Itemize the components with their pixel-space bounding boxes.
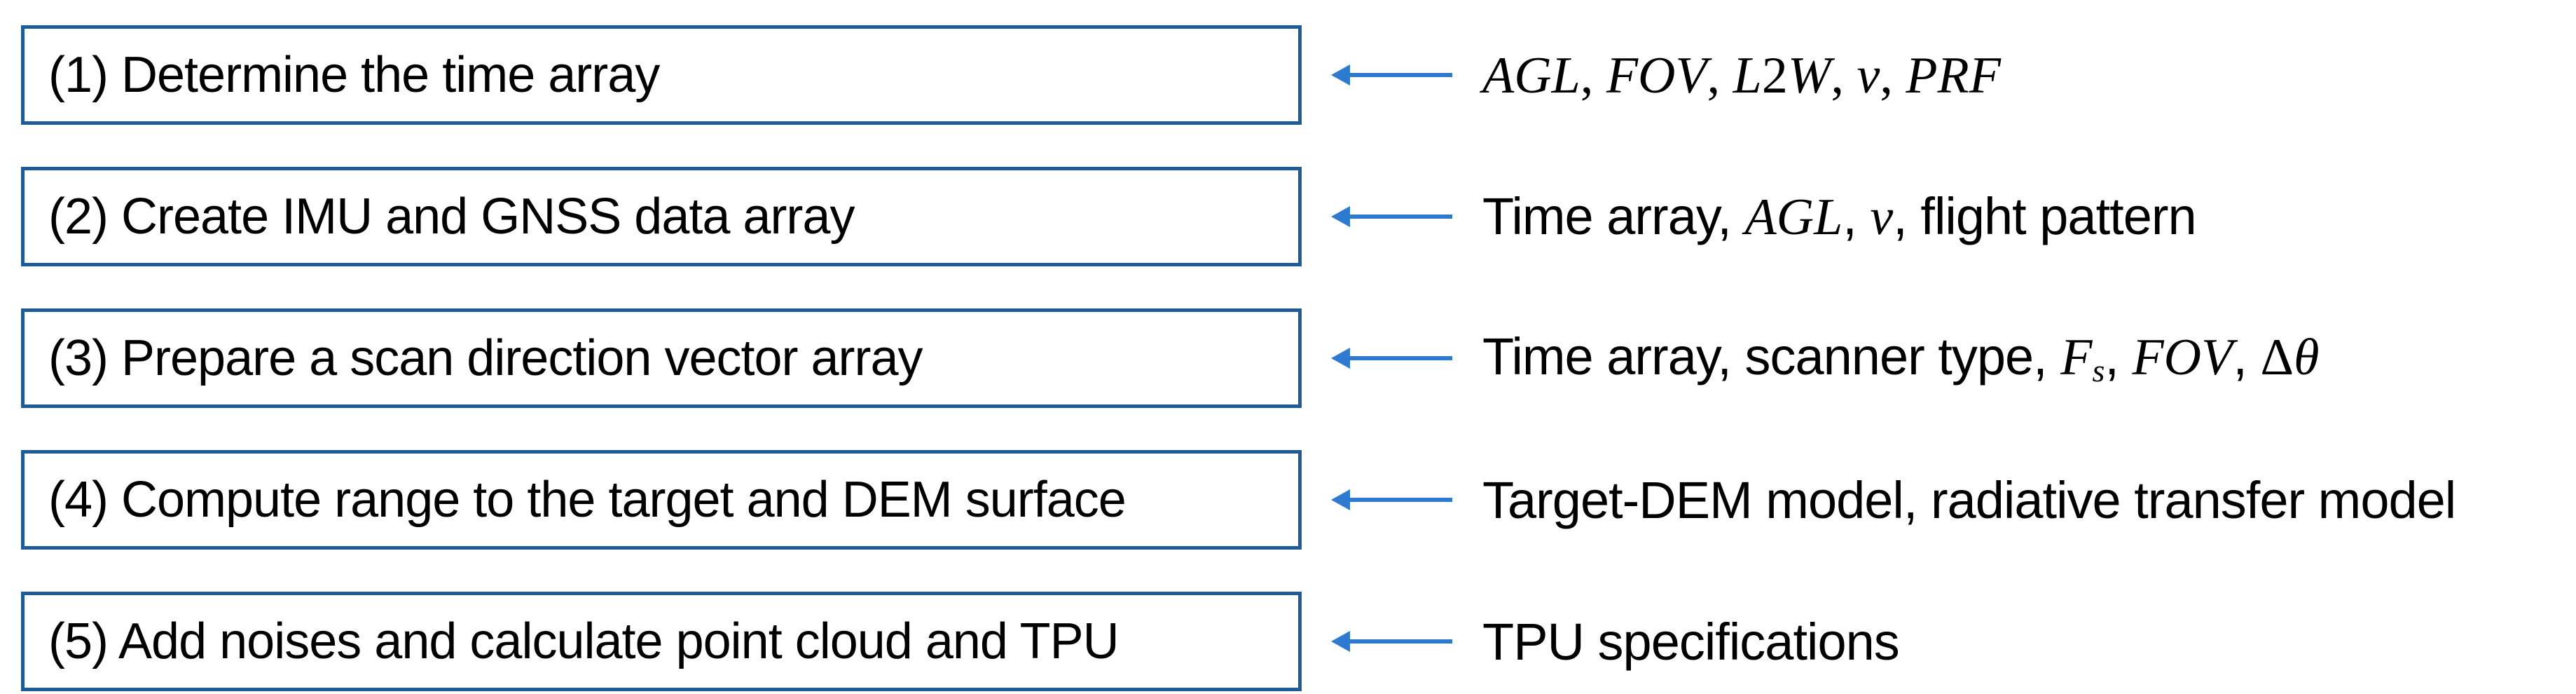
input-label: TPU specifications [1482, 612, 1900, 672]
process-row: (5) Add noises and calculate point cloud… [21, 592, 1900, 691]
step-box: (4) Compute range to the target and DEM … [21, 450, 1302, 550]
input-segment: Target-DEM model, radiative transfer mod… [1482, 470, 2456, 529]
input-label: Time array, scanner type, Fs, FOV, Δθ [1482, 327, 2319, 389]
input-segment: AGL [1744, 188, 1843, 246]
step-label: (2) Create IMU and GNSS data array [48, 189, 855, 245]
input-segment: , flight pattern [1893, 186, 2196, 245]
input-label: Time array, AGL, v, flight pattern [1482, 186, 2197, 247]
step-label: (4) Compute range to the target and DEM … [48, 472, 1127, 528]
step-box: (2) Create IMU and GNSS data array [21, 167, 1302, 266]
input-segment: Time array, [1482, 186, 1745, 245]
input-segment: , [1831, 46, 1857, 104]
input-segment: v [1857, 46, 1880, 104]
left-arrow-icon [1331, 631, 1452, 652]
process-row: (4) Compute range to the target and DEM … [21, 450, 2456, 550]
input-segment: , [1880, 46, 1906, 104]
left-arrow-icon [1331, 489, 1452, 510]
input-segment: FOV [1606, 46, 1707, 104]
input-segment: Δ [2260, 329, 2294, 387]
input-segment: FOV [2132, 329, 2233, 387]
input-segment: , [2233, 327, 2261, 386]
input-segment: s [2092, 353, 2105, 389]
process-row: (1) Determine the time array AGL, FOV, L… [21, 25, 2001, 125]
input-segment: AGL [1482, 46, 1580, 104]
input-segment: L [1733, 46, 1762, 104]
input-segment: F [2060, 329, 2093, 387]
left-arrow-icon [1331, 64, 1452, 86]
input-segment: 2 [1761, 46, 1788, 104]
input-segment: , [1843, 186, 1871, 245]
left-arrow-icon [1331, 348, 1452, 369]
step-box: (1) Determine the time array [21, 25, 1302, 125]
step-label: (3) Prepare a scan direction vector arra… [48, 330, 923, 386]
input-segment: W [1787, 46, 1831, 104]
step-box: (3) Prepare a scan direction vector arra… [21, 308, 1302, 408]
process-row: (2) Create IMU and GNSS data array Time … [21, 167, 2197, 266]
input-segment: , [1707, 46, 1733, 104]
input-segment: , [1580, 46, 1606, 104]
input-segment: θ [2294, 329, 2320, 387]
process-row: (3) Prepare a scan direction vector arra… [21, 308, 2319, 408]
input-segment: PRF [1906, 46, 2001, 104]
input-segment: TPU specifications [1482, 612, 1900, 671]
input-segment: v [1870, 188, 1894, 246]
left-arrow-icon [1331, 206, 1452, 227]
input-label: AGL, FOV, L2W, v, PRF [1482, 45, 2001, 106]
step-box: (5) Add noises and calculate point cloud… [21, 592, 1302, 691]
input-label: Target-DEM model, radiative transfer mod… [1482, 470, 2456, 530]
step-label: (1) Determine the time array [48, 47, 660, 103]
step-label: (5) Add noises and calculate point cloud… [48, 613, 1120, 669]
input-segment: Time array, scanner type, [1482, 327, 2061, 386]
input-segment: , [2105, 327, 2133, 386]
